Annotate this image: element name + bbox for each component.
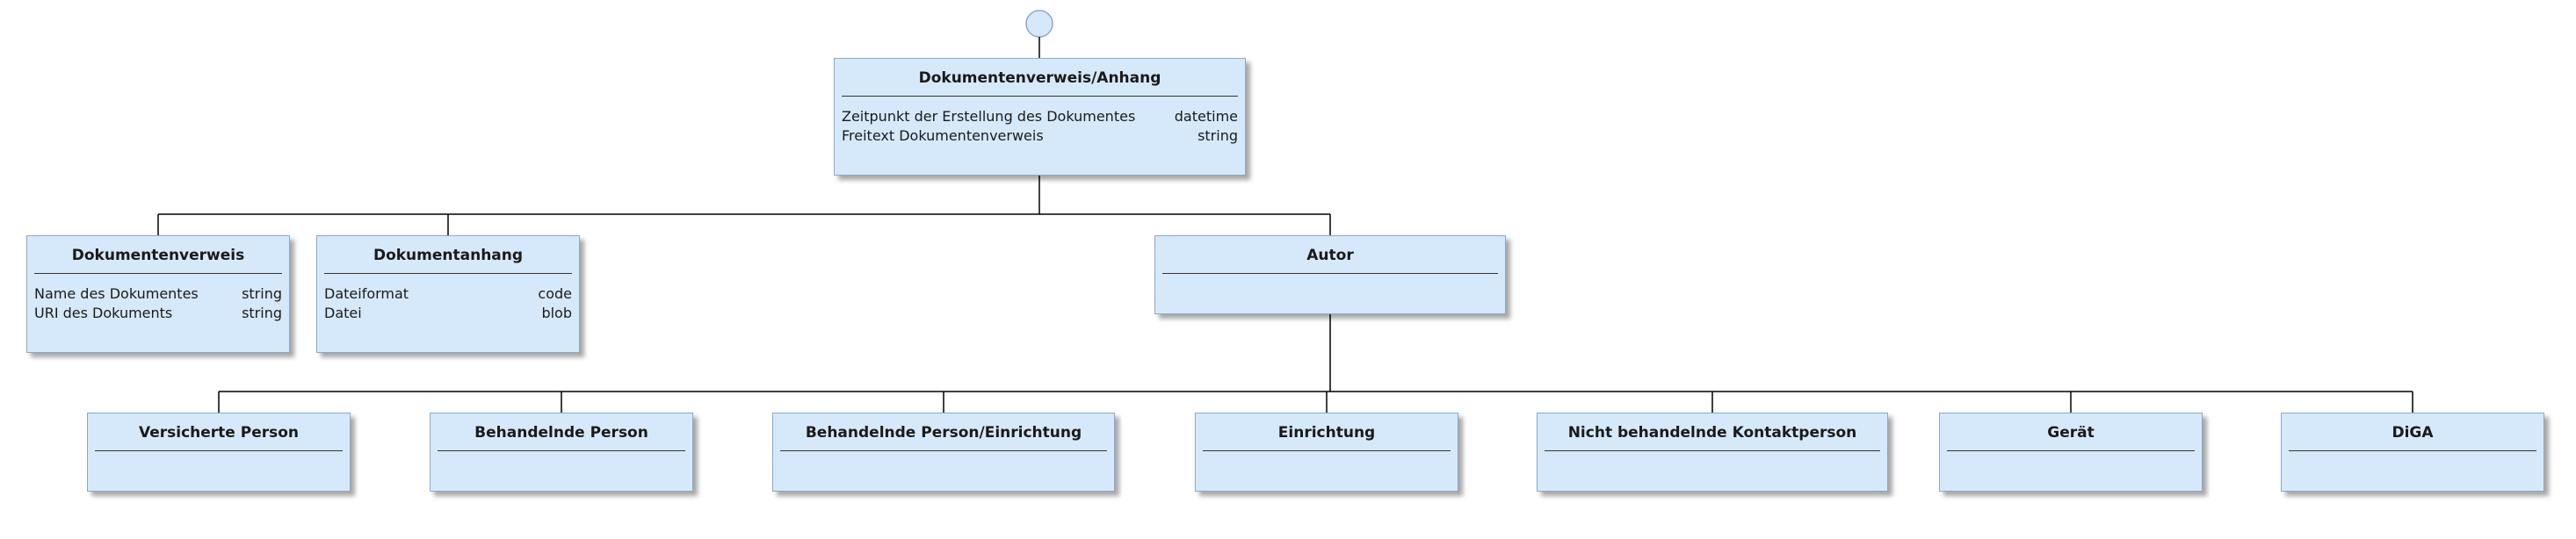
class-dokumentenverweis-anhang[interactable]: Dokumentenverweis/Anhang Zeitpunkt der E… bbox=[834, 58, 1246, 176]
attribute-type: datetime bbox=[1174, 108, 1238, 125]
class-separator bbox=[1545, 450, 1880, 451]
class-behandelnde-person[interactable]: Behandelnde Person bbox=[430, 413, 693, 492]
attribute-name: Name des Dokumentes bbox=[34, 285, 199, 302]
class-separator bbox=[1947, 450, 2195, 451]
attribute-name: Datei bbox=[324, 305, 362, 321]
attribute-row: Datei blob bbox=[324, 304, 572, 323]
attribute-type: code bbox=[538, 285, 572, 302]
attribute-name: Zeitpunkt der Erstellung des Dokumentes bbox=[842, 108, 1136, 125]
attribute-list: Zeitpunkt der Erstellung des Dokumentes … bbox=[842, 107, 1238, 146]
class-einrichtung[interactable]: Einrichtung bbox=[1195, 413, 1458, 492]
attribute-row: Freitext Dokumentenverweis string bbox=[842, 126, 1238, 146]
attribute-type: string bbox=[1198, 127, 1238, 144]
class-nicht-behandelnde-kontaktperson[interactable]: Nicht behandelnde Kontaktperson bbox=[1537, 413, 1888, 492]
class-separator bbox=[2289, 450, 2536, 451]
class-separator bbox=[95, 450, 343, 451]
attribute-type: blob bbox=[541, 305, 572, 321]
class-title: Dokumentanhang bbox=[373, 247, 524, 264]
class-title: Versicherte Person bbox=[138, 424, 300, 442]
class-separator bbox=[324, 273, 572, 274]
class-separator bbox=[438, 450, 685, 451]
class-autor[interactable]: Autor bbox=[1154, 235, 1506, 314]
class-behandelnde-person-einrichtung[interactable]: Behandelnde Person/Einrichtung bbox=[772, 413, 1115, 492]
class-separator bbox=[34, 273, 282, 274]
attribute-row: Name des Dokumentes string bbox=[34, 284, 282, 304]
class-title: Einrichtung bbox=[1277, 424, 1376, 442]
attribute-name: URI des Dokuments bbox=[34, 305, 173, 321]
class-separator bbox=[842, 96, 1238, 97]
class-versicherte-person[interactable]: Versicherte Person bbox=[87, 413, 351, 492]
class-dokumentenverweis[interactable]: Dokumentenverweis Name des Dokumentes st… bbox=[26, 235, 290, 353]
start-node-icon bbox=[1025, 10, 1053, 38]
attribute-list: Dateiformat code Datei blob bbox=[324, 284, 572, 323]
class-dokumentanhang[interactable]: Dokumentanhang Dateiformat code Datei bl… bbox=[316, 235, 580, 353]
attribute-name: Freitext Dokumentenverweis bbox=[842, 127, 1044, 144]
attribute-name: Dateiformat bbox=[324, 285, 409, 302]
class-diga[interactable]: DiGA bbox=[2281, 413, 2544, 492]
attribute-type: string bbox=[242, 285, 282, 302]
attribute-row: Zeitpunkt der Erstellung des Dokumentes … bbox=[842, 107, 1238, 126]
class-title: Dokumentenverweis/Anhang bbox=[918, 69, 1161, 87]
class-title: Autor bbox=[1306, 247, 1354, 264]
class-title: DiGA bbox=[2391, 424, 2434, 442]
class-separator bbox=[1162, 273, 1498, 274]
class-title: Behandelnde Person bbox=[474, 424, 648, 442]
class-separator bbox=[1203, 450, 1451, 451]
class-separator bbox=[780, 450, 1107, 451]
attribute-list: Name des Dokumentes string URI des Dokum… bbox=[34, 284, 282, 323]
class-title: Behandelnde Person/Einrichtung bbox=[805, 424, 1082, 442]
attribute-row: URI des Dokuments string bbox=[34, 304, 282, 323]
attribute-row: Dateiformat code bbox=[324, 284, 572, 304]
attribute-type: string bbox=[242, 305, 282, 321]
class-geraet[interactable]: Gerät bbox=[1939, 413, 2203, 492]
class-title: Gerät bbox=[2047, 424, 2095, 442]
class-title: Nicht behandelnde Kontaktperson bbox=[1567, 424, 1857, 442]
class-title: Dokumentenverweis bbox=[71, 247, 245, 264]
